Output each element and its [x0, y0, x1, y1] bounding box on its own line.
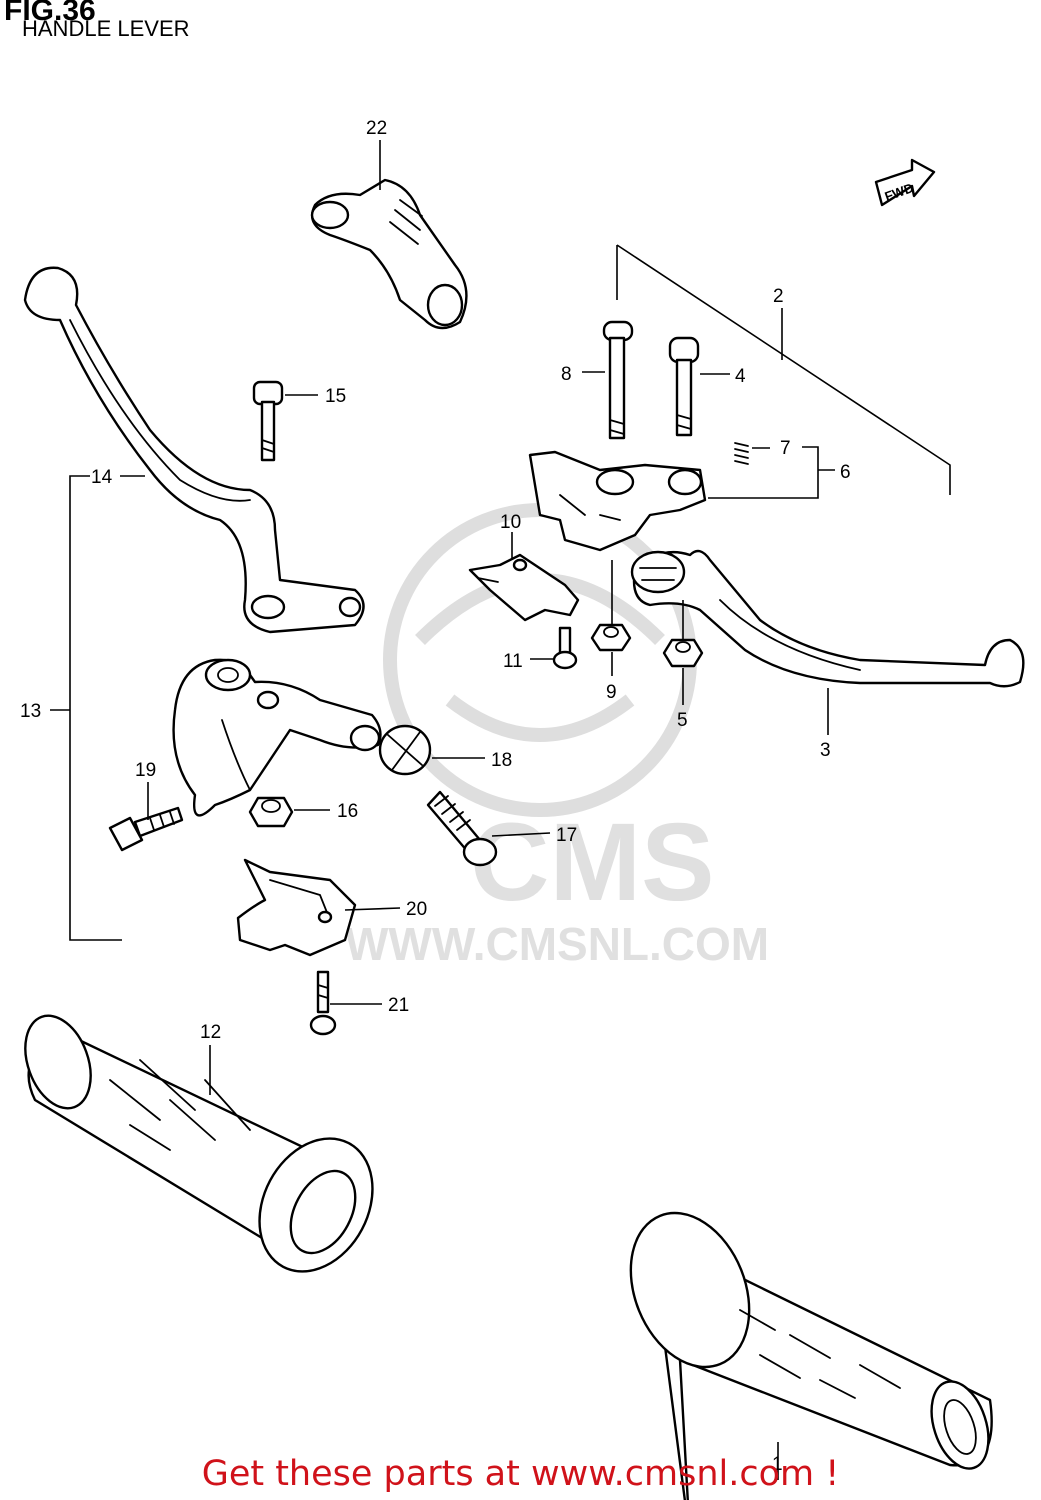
part-1-right-grip: [629, 1211, 993, 1500]
leader-lines: [50, 140, 951, 1480]
part-2-front-brake-bracket: [528, 450, 707, 552]
label-part-1: 1: [772, 1454, 783, 1475]
label-part-9: 9: [606, 682, 617, 703]
label-part-5: 5: [677, 710, 688, 731]
label-part-17: 17: [556, 825, 577, 846]
part-15-lever-bolt: [252, 380, 284, 462]
part-4-bolt: [668, 336, 700, 437]
part-19-clamp-bolt: [108, 806, 184, 852]
label-part-4: 4: [735, 366, 746, 387]
figure-title: HANDLE LEVER: [22, 16, 190, 41]
part-10-brake-switch: [468, 553, 580, 622]
part-8-pivot-pin: [602, 320, 634, 440]
part-12-left-grip: [24, 1014, 374, 1273]
part-3-brake-lever: [630, 549, 1025, 688]
part-9-nut: [590, 623, 632, 652]
label-part-13: 13: [20, 701, 41, 722]
figure-number: FIG.36: [4, 0, 96, 27]
label-part-21: 21: [388, 995, 409, 1016]
label-part-22: 22: [366, 118, 387, 139]
part-21-screw: [309, 970, 337, 1036]
label-part-6: 6: [840, 462, 851, 483]
label-part-20: 20: [406, 899, 427, 920]
fwd-arrow-badge: FWD: [874, 158, 936, 207]
part-16-nut: [248, 796, 294, 828]
part-22-lever-boot: [310, 178, 468, 330]
part-18-adjuster: [378, 724, 432, 776]
part-13-lever-bracket: [172, 658, 382, 817]
label-part-7: 7: [780, 438, 791, 459]
label-part-10: 10: [500, 512, 521, 533]
part-20-clutch-switch: [236, 858, 357, 957]
label-part-19: 19: [135, 760, 156, 781]
watermark-brand: CMS: [470, 801, 714, 924]
label-part-16: 16: [337, 801, 358, 822]
label-part-2: 2: [773, 286, 784, 307]
watermark-url: WWW.CMSNL.COM: [345, 918, 769, 970]
footer-banner[interactable]: Get these parts at www.cmsnl.com !: [201, 1454, 840, 1494]
label-part-3: 3: [820, 740, 831, 761]
label-part-15: 15: [325, 386, 346, 407]
part-5-nut: [662, 638, 704, 668]
part-11-screw: [552, 626, 578, 670]
part-17-adjusting-bolt: [426, 790, 498, 867]
part-7-spring: [734, 442, 749, 465]
part-number-labels: 1 2 3 4 5 6 7 8 9 10 11 12 13 14 15 16 1…: [20, 118, 851, 1475]
label-part-12: 12: [200, 1022, 221, 1043]
label-part-14: 14: [91, 467, 113, 488]
label-part-18: 18: [491, 750, 512, 771]
label-part-8: 8: [561, 364, 572, 385]
part-14-clutch-lever: [23, 266, 365, 634]
label-part-11: 11: [503, 651, 523, 672]
